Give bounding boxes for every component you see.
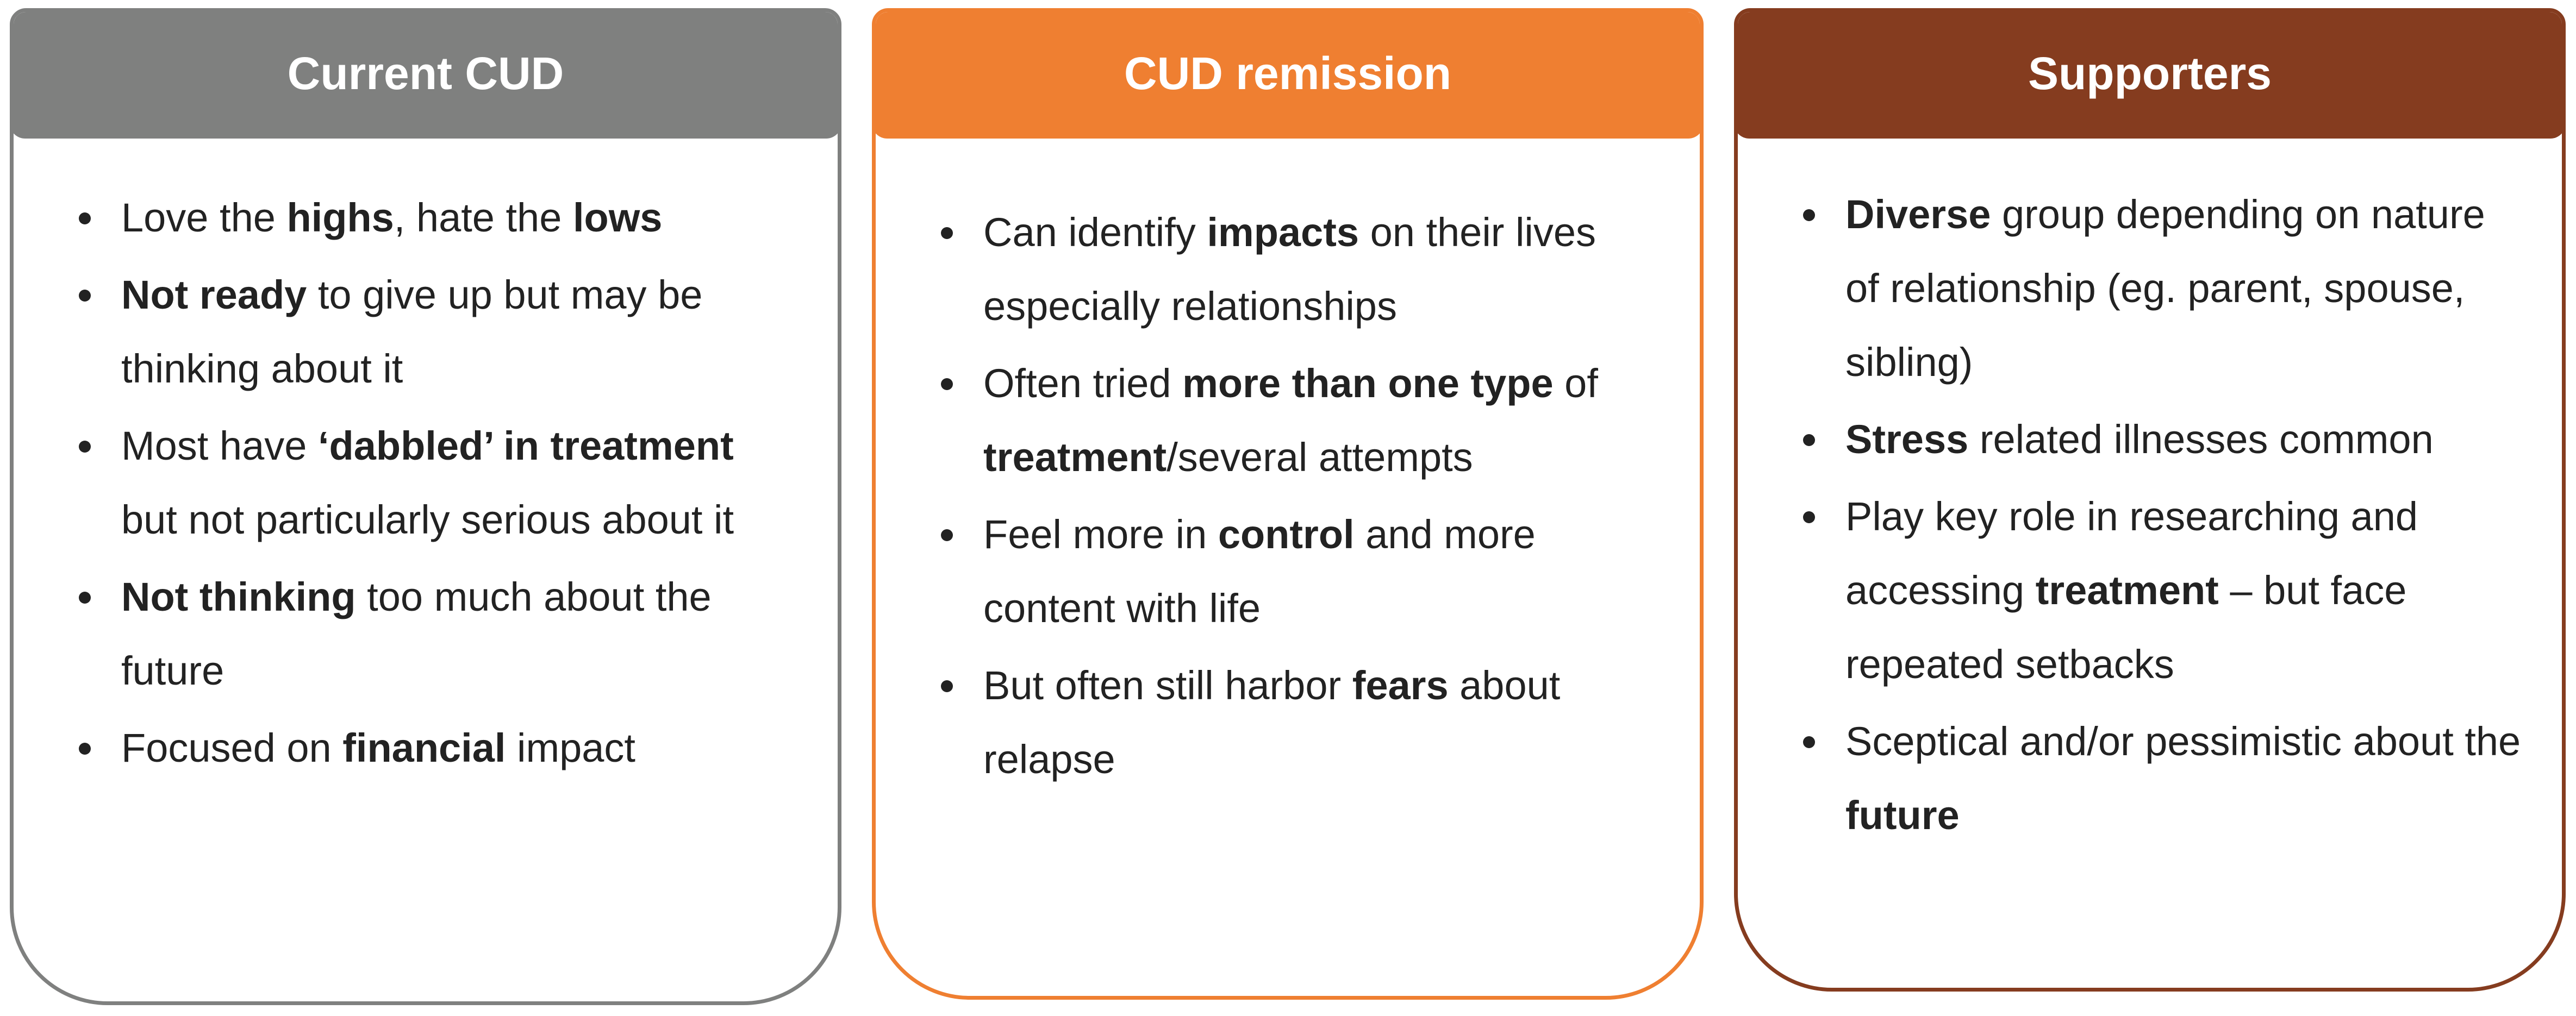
bullet-dot-icon — [941, 680, 953, 692]
bullet-text: But often still harbor — [983, 663, 1352, 708]
bullet-item: Love the highs, hate the lows — [79, 181, 747, 255]
bullet-text-bold: Not ready — [121, 272, 307, 317]
bullet-dot-icon — [1803, 511, 1815, 523]
card-cud-remission: CUD remission Can identify impacts on th… — [872, 8, 1704, 1000]
bullet-text: /several attempts — [1167, 435, 1473, 480]
bullet-text: Focused on — [121, 725, 343, 770]
card-title-cud-remission: CUD remission — [876, 12, 1700, 139]
bullet-item: Not ready to give up but may be thinking… — [79, 258, 747, 406]
bullet-text: Sceptical and/or pessimistic about the — [1845, 719, 2521, 764]
bullet-text: Most have — [121, 423, 318, 468]
bullet-item: Can identify impacts on their lives espe… — [941, 196, 1620, 343]
bullet-item: Feel more in control and more content wi… — [941, 498, 1620, 645]
bullet-item: Stress related illnesses common — [1803, 403, 2526, 476]
bullet-text: on their lives especially relationships — [983, 210, 1596, 329]
bullet-text-bold: lows — [572, 195, 663, 240]
bullet-item: Often tried more than one type of treatm… — [941, 347, 1620, 494]
bullet-text: too much about the future — [121, 574, 712, 693]
bullet-list: Diverse group depending on nature of rel… — [1803, 178, 2526, 852]
bullet-text: and more content with life — [983, 512, 1536, 631]
bullet-dot-icon — [79, 441, 91, 453]
bullet-text: about relapse — [983, 663, 1561, 782]
bullet-dot-icon — [1803, 209, 1815, 221]
card-supporters: Supporters Diverse group depending on na… — [1734, 8, 2566, 992]
bullet-text: Can identify — [983, 210, 1207, 255]
bullet-text: impact — [506, 725, 635, 770]
bullet-text-bold: treatment — [2035, 568, 2219, 613]
bullet-dot-icon — [79, 743, 91, 755]
card-current-cud: Current CUD Love the highs, hate the low… — [10, 8, 841, 1005]
bullet-text-bold: impacts — [1207, 210, 1359, 255]
bullet-text: – but face repeated setbacks — [1845, 568, 2407, 687]
bullet-text: Feel more in — [983, 512, 1218, 557]
bullet-text: Play key role in researching and accessi… — [1845, 494, 2418, 613]
bullet-item: Not thinking too much about the future — [79, 560, 747, 708]
bullet-text-bold: highs — [286, 195, 394, 240]
bullet-text-bold: treatment — [983, 435, 1167, 480]
bullet-text: of — [1553, 361, 1598, 406]
bullet-text: Love the — [121, 195, 287, 240]
bullet-text-bold: more than one type — [1182, 361, 1554, 406]
card-title-current-cud: Current CUD — [14, 12, 838, 139]
bullet-text-bold: ‘dabbled’ in treatment — [317, 423, 734, 468]
bullet-item: Diverse group depending on nature of rel… — [1803, 178, 2526, 399]
bullet-item: Play key role in researching and accessi… — [1803, 480, 2526, 701]
bullet-dot-icon — [79, 592, 91, 604]
bullet-text-bold: fears — [1352, 663, 1449, 708]
card-title-supporters: Supporters — [1738, 12, 2562, 139]
bullet-dot-icon — [79, 212, 91, 224]
bullet-dot-icon — [79, 290, 91, 302]
bullet-text-bold: future — [1845, 793, 1960, 838]
bullet-text: to give up but may be thinking about it — [121, 272, 703, 391]
bullet-text: , hate the — [394, 195, 573, 240]
card-body-supporters: Diverse group depending on nature of rel… — [1738, 139, 2559, 852]
bullet-list: Can identify impacts on their lives espe… — [941, 196, 1620, 797]
bullet-dot-icon — [1803, 434, 1815, 446]
bullet-text: but not particularly serious about it — [121, 497, 734, 542]
bullet-text-bold: Diverse — [1845, 192, 1991, 237]
bullet-dot-icon — [941, 227, 953, 239]
bullet-text: related illnesses common — [1968, 417, 2434, 462]
bullet-item: But often still harbor fears about relap… — [941, 649, 1620, 797]
card-body-cud-remission: Can identify impacts on their lives espe… — [876, 139, 1653, 797]
bullet-dot-icon — [1803, 736, 1815, 748]
bullet-item: Sceptical and/or pessimistic about the f… — [1803, 705, 2526, 852]
bullet-dot-icon — [941, 378, 953, 390]
bullet-text: Often tried — [983, 361, 1183, 406]
bullet-item: Focused on financial impact — [79, 711, 747, 785]
bullet-dot-icon — [941, 529, 953, 541]
bullet-text-bold: control — [1218, 512, 1355, 557]
bullet-text: group depending on nature of relationshi… — [1845, 192, 2485, 385]
bullet-text-bold: Stress — [1845, 417, 1969, 462]
bullet-item: Most have ‘dabbled’ in treatment but not… — [79, 409, 747, 557]
bullet-text-bold: financial — [342, 725, 506, 770]
bullet-text-bold: Not thinking — [121, 574, 356, 619]
